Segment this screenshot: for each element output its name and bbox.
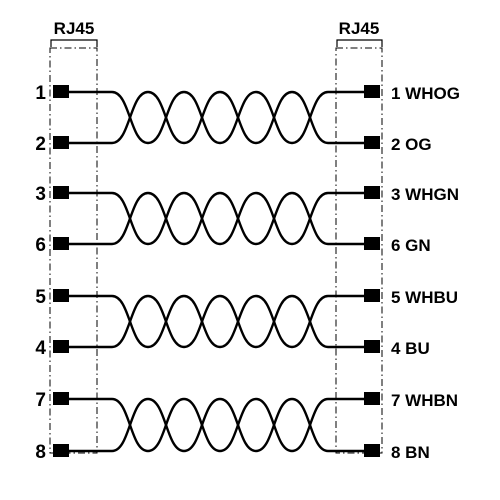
right-wire-label: 4 BU [391, 339, 430, 358]
left-pin-label: 5 [35, 287, 46, 308]
left-pin-terminal [53, 289, 69, 302]
twisted-wire [69, 191, 364, 246]
left-pin-label: 6 [35, 235, 46, 256]
left-pin-terminal [53, 136, 69, 149]
wire-pair-1: 1 2 1 WHOG 2 OG [35, 83, 460, 155]
left-connector-title: RJ45 [54, 19, 95, 38]
left-pin-terminal [53, 237, 69, 250]
right-wire-label: 7 WHBN [391, 391, 458, 410]
right-connector-bracket [336, 39, 383, 47]
right-wire-label: 5 WHBU [391, 288, 458, 307]
left-pin-label: 7 [35, 390, 46, 411]
right-pin-terminal [364, 237, 380, 250]
right-wire-label: 2 OG [391, 135, 432, 154]
right-pin-terminal [364, 85, 380, 98]
twisted-wire [69, 294, 364, 349]
left-pin-label: 3 [35, 184, 46, 205]
right-wire-label: 3 WHGN [391, 185, 459, 204]
right-wire-label: 6 GN [391, 236, 431, 255]
left-pin-terminal [53, 340, 69, 353]
right-pin-terminal [364, 289, 380, 302]
twisted-wire [69, 90, 364, 145]
left-connector-bracket [50, 39, 98, 47]
left-pin-label: 4 [35, 338, 46, 359]
left-connector-frame [49, 47, 98, 454]
left-pin-terminal [53, 444, 69, 457]
right-pin-terminal [364, 136, 380, 149]
left-pin-label: 8 [35, 442, 46, 463]
wire-pair-3: 5 4 5 WHBU 4 BU [35, 287, 458, 359]
left-pin-label: 1 [35, 83, 46, 104]
right-pin-terminal [364, 340, 380, 353]
twisted-wire [69, 397, 364, 453]
twisted-wire [69, 191, 364, 246]
right-connector-title: RJ45 [339, 19, 380, 38]
right-wire-label: 1 WHOG [391, 84, 460, 103]
wire-pair-2: 3 6 3 WHGN 6 GN [35, 184, 459, 256]
left-pin-terminal [53, 392, 69, 405]
left-pin-terminal [53, 186, 69, 199]
twisted-wire [69, 397, 364, 453]
twisted-wire [69, 294, 364, 349]
left-pin-label: 2 [35, 134, 46, 155]
right-pin-terminal [364, 186, 380, 199]
right-wire-label: 8 BN [391, 443, 430, 462]
right-pin-terminal [364, 392, 380, 405]
left-pin-terminal [53, 85, 69, 98]
twisted-wire [69, 90, 364, 145]
right-pin-terminal [364, 444, 380, 457]
wire-pair-4: 7 8 7 WHBN 8 BN [35, 390, 458, 463]
right-connector-frame [335, 47, 383, 454]
